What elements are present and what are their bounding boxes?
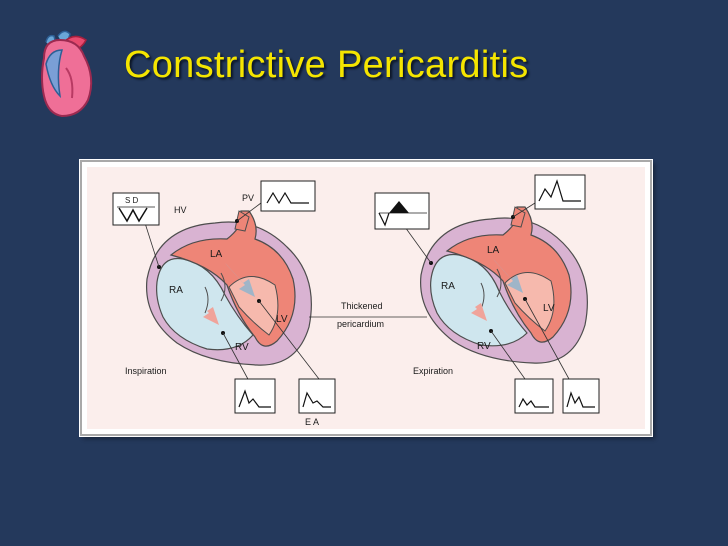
tricuspid-waveform-box-left [234, 378, 276, 414]
flow-arrow-ra-left [189, 293, 219, 325]
tricuspid-waveform-box-right [514, 378, 554, 414]
pericarditis-diagram: LA RA LV RV S D [112, 174, 600, 427]
flow-arrow-la-right [493, 259, 523, 293]
la-label-left: LA [210, 249, 223, 260]
hv-label: HV [174, 205, 187, 215]
mitral-waveform-box-left [298, 378, 336, 414]
hv-waveform-box: S D [112, 192, 160, 226]
hv-waveform-box-right [374, 192, 430, 230]
diagram-canvas: LA RA LV RV S D [87, 167, 645, 429]
flow-arrow-ra-right [457, 289, 487, 321]
ra-label-left: RA [169, 285, 183, 296]
mitral-waveform-box-right [562, 378, 600, 414]
lv-label-right: LV [543, 303, 555, 314]
rv-label-right: RV [477, 341, 491, 352]
diagram-frame: LA RA LV RV S D [80, 160, 652, 436]
thickened-label: Thickened [341, 301, 383, 311]
pv-waveform-box [260, 180, 316, 212]
pulmonary-vein-left [234, 210, 250, 232]
pericardium-label: pericardium [337, 319, 384, 329]
pv-label: PV [242, 193, 254, 203]
ra-label-right: RA [441, 281, 455, 292]
left-heart-inspiration: LA RA LV RV [144, 202, 320, 382]
hv-box-label: S D [125, 196, 139, 205]
pv-waveform-box-right [534, 174, 586, 210]
flow-arrow-la-left [225, 263, 255, 297]
lv-label-left: LV [276, 314, 288, 325]
right-heart-expiration: LA RA LV RV [404, 202, 588, 380]
rv-label-left: RV [235, 342, 249, 353]
ea-label: E A [305, 417, 319, 427]
inspiration-label: Inspiration [125, 366, 167, 376]
lv-cavity-left [228, 276, 279, 336]
heart-logo-icon [41, 30, 93, 118]
slide-title: Constrictive Pericarditis [124, 44, 529, 86]
expiration-label: Expiration [413, 366, 453, 376]
la-label-right: LA [487, 245, 500, 256]
